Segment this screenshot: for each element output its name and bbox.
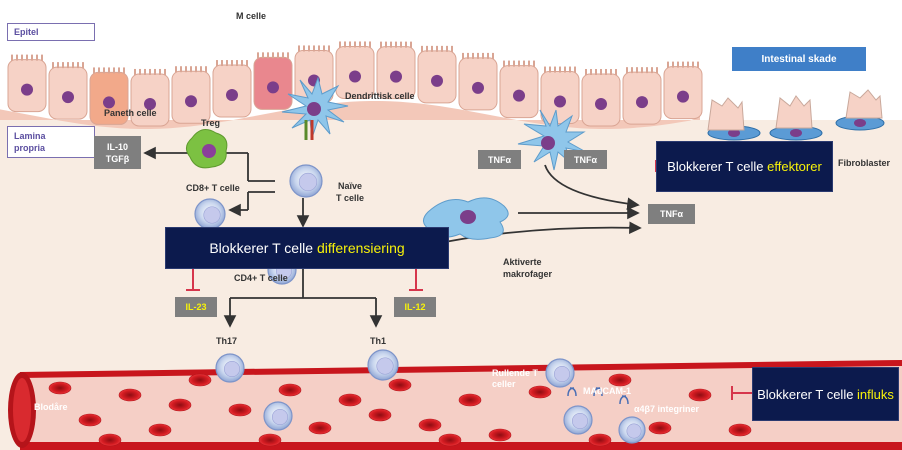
- cell-nucleus: [226, 89, 238, 102]
- red-blood-cell: [418, 418, 442, 432]
- cell-nucleus: [62, 91, 74, 104]
- block-influx-highlight: influks: [857, 386, 894, 402]
- t-cell-nucleus: [224, 360, 241, 377]
- cell-nucleus: [103, 96, 115, 109]
- block-differentiation-box: Blokkerer T celle differensiering: [165, 227, 449, 269]
- cell-nucleus: [390, 70, 402, 83]
- t-cell-nucleus: [626, 423, 642, 439]
- cell-nucleus: [185, 95, 197, 108]
- red-blood-cell: [368, 408, 392, 422]
- red-blood-cell: [278, 383, 302, 397]
- red-blood-cell: [228, 403, 252, 417]
- tnfa-box-1: TNFα: [478, 150, 521, 169]
- cell-nucleus: [431, 74, 443, 87]
- t-cell-nucleus: [553, 365, 570, 382]
- cell-nucleus: [677, 90, 689, 103]
- macrophage-label: Aktiverte makrofager: [503, 257, 553, 279]
- il12-box: IL-12: [394, 297, 436, 317]
- red-blood-cell: [48, 381, 72, 395]
- cell-nucleus: [267, 81, 279, 94]
- red-blood-cell: [308, 421, 332, 435]
- block-differentiation-prefix: Blokkerer T celle: [209, 240, 317, 256]
- integrin-label: α4β7 integriner: [634, 404, 700, 414]
- il10-tgfb-box: IL-10 TGFβ: [94, 136, 141, 169]
- tnfa-box-3: TNFα: [648, 204, 695, 224]
- red-blood-cell: [648, 421, 672, 435]
- block-differentiation-highlight: differensiering: [316, 240, 405, 256]
- m-cell-label: M celle: [236, 11, 267, 21]
- damaged-epithelium: [707, 89, 883, 131]
- red-blood-cell: [188, 373, 212, 387]
- lamina-propria-label: Lamina propria: [7, 126, 95, 158]
- treg-label: Treg: [201, 118, 221, 128]
- red-blood-cell: [78, 413, 102, 427]
- cell-nucleus: [554, 95, 566, 108]
- fibroblast-label: Fibroblaster: [838, 158, 891, 168]
- th17-label: Th17: [216, 336, 238, 346]
- cell-nucleus: [349, 70, 361, 83]
- red-blood-cell: [338, 393, 362, 407]
- red-blood-cell: [528, 385, 552, 399]
- blood-vessel-label: Blodåre: [34, 402, 68, 412]
- red-blood-cell: [388, 378, 412, 392]
- red-blood-cell: [148, 423, 172, 437]
- naive-t-label: Naïve T celle: [336, 181, 365, 203]
- cd8-label: CD8+ T celle: [186, 183, 240, 193]
- block-effectors-highlight: effektorer: [767, 159, 822, 174]
- block-effectors-prefix: Blokkerer T celle: [667, 159, 768, 174]
- red-blood-cell: [458, 393, 482, 407]
- t-cell-nucleus: [298, 172, 318, 192]
- cd4-label: CD4+ T celle: [234, 273, 288, 283]
- fibroblasts: [707, 115, 885, 141]
- t-cell-nucleus: [376, 357, 394, 375]
- red-blood-cell: [488, 428, 512, 442]
- epithelium-layer: [0, 0, 902, 129]
- dendritic-cell: [281, 76, 349, 140]
- red-blood-cell: [258, 433, 282, 447]
- block-effectors-box: Blokkerer T celle effektorer: [656, 141, 833, 192]
- cell-nucleus: [595, 97, 607, 110]
- il23-box: IL-23: [175, 297, 217, 317]
- dendritic-cell-label: Dendrittisk celle: [345, 91, 415, 101]
- cell-nucleus: [472, 81, 484, 94]
- t-cell-nucleus: [571, 412, 588, 429]
- t-cell-nucleus: [271, 408, 288, 425]
- intestinal-damage-label: Intestinal skade: [732, 47, 866, 71]
- rolling-t-cells-label: Rullende T celler: [492, 368, 539, 389]
- red-blood-cell: [118, 388, 142, 402]
- red-blood-cell: [688, 388, 712, 402]
- cell-nucleus: [21, 83, 33, 96]
- madcam-label: MAdCAM-1: [583, 386, 631, 396]
- paneth-cell-label: Paneth celle: [104, 108, 157, 118]
- red-blood-cell: [168, 398, 192, 412]
- cell-nucleus: [144, 97, 156, 110]
- cell-nucleus: [636, 96, 648, 109]
- epitel-label: Epitel: [7, 23, 95, 41]
- treg-cell: [186, 128, 228, 169]
- blood-vessel: [8, 360, 902, 450]
- block-influx-box: Blokkerer T celle influks: [752, 367, 899, 421]
- red-blood-cell: [438, 433, 462, 447]
- red-blood-cell: [588, 433, 612, 447]
- block-influx-prefix: Blokkerer T celle: [757, 386, 858, 402]
- cell-nucleus: [513, 89, 525, 102]
- madcam-receptors: [567, 387, 629, 405]
- t-cell-nucleus: [203, 206, 221, 224]
- tnfa-box-2: TNFα: [564, 150, 607, 169]
- th1-label: Th1: [370, 336, 387, 346]
- red-blood-cell: [98, 433, 122, 447]
- red-blood-cell: [728, 423, 752, 437]
- red-blood-cell: [608, 373, 632, 387]
